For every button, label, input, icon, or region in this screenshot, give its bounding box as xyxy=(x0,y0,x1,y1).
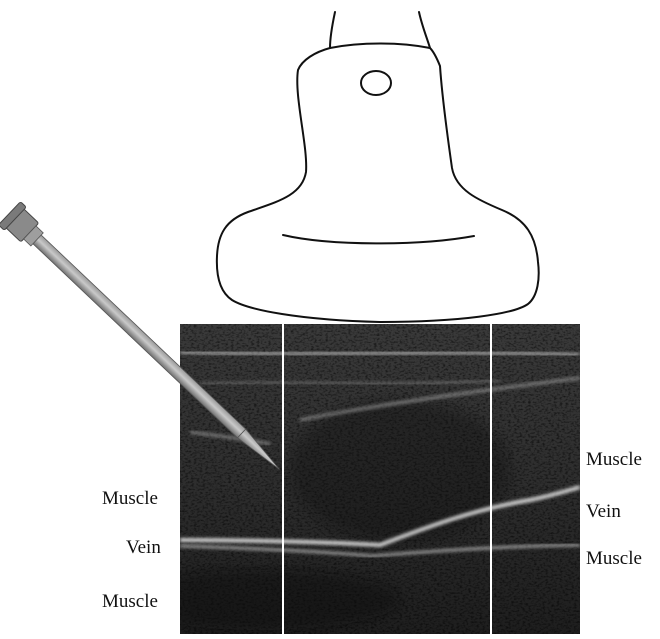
probe-marker-circle xyxy=(361,71,391,95)
label-right-muscle-lower: Muscle xyxy=(586,549,642,568)
probe-crease xyxy=(283,235,474,243)
probe-cable-left xyxy=(330,12,335,48)
label-right-vein: Vein xyxy=(586,502,621,521)
ultrasound-image xyxy=(120,324,580,634)
label-left-muscle-upper: Muscle xyxy=(102,489,158,508)
probe-body xyxy=(217,44,539,323)
probe-cable-right xyxy=(419,12,430,48)
ultrasound-probe xyxy=(217,12,539,322)
label-left-vein: Vein xyxy=(126,538,161,557)
label-left-muscle-lower: Muscle xyxy=(102,592,158,611)
label-right-muscle-upper: Muscle xyxy=(586,450,642,469)
